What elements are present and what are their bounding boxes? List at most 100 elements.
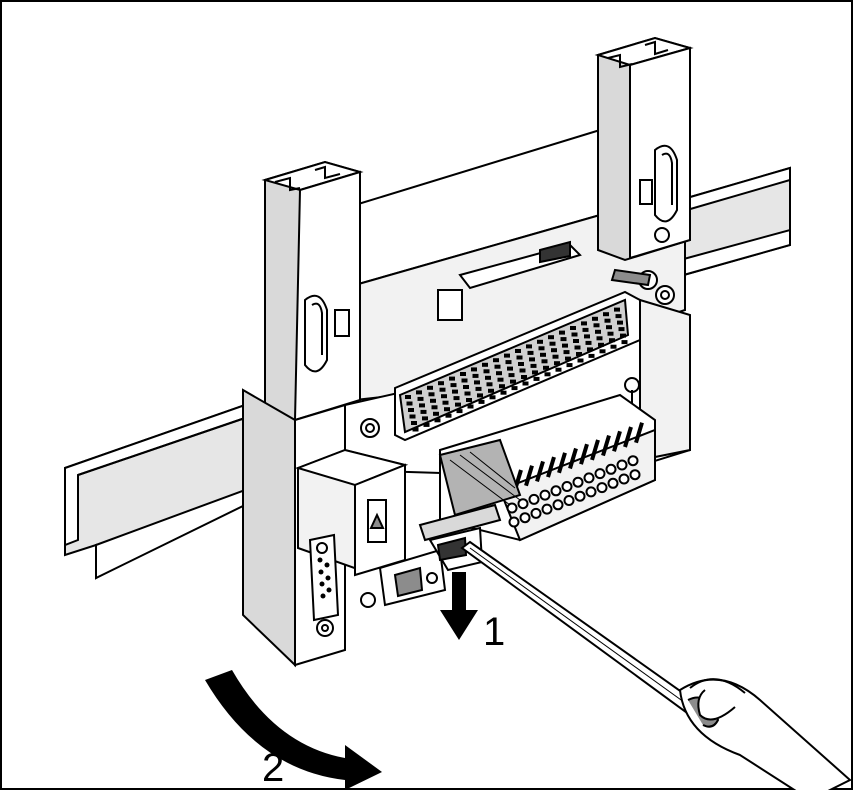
connector-pin (540, 352, 546, 357)
connector-pin (599, 349, 606, 354)
terminal-screw (627, 455, 639, 467)
connector-pin (493, 358, 499, 363)
connector-pin (445, 413, 452, 418)
connector-pin (614, 307, 620, 312)
terminal-screw (616, 459, 628, 471)
connector-pin (486, 382, 493, 387)
connector-pin (530, 363, 537, 368)
connector-pin (441, 394, 447, 399)
connector-pin (461, 378, 468, 383)
connector-pin (433, 411, 439, 416)
connector-pin (477, 393, 483, 398)
terminal-screw (561, 481, 573, 492)
connector-pin (593, 323, 600, 328)
connector-pin (406, 401, 413, 406)
connector-pin (507, 366, 513, 371)
connector-pin (471, 367, 477, 372)
connector-pin (456, 409, 463, 414)
terminal-screw (539, 489, 551, 501)
connector-pin (420, 409, 427, 414)
connector-pin (566, 363, 573, 368)
connector-pin (474, 380, 480, 385)
connector-pin (428, 392, 435, 397)
connector-pin (430, 398, 436, 403)
connector-pin (543, 365, 549, 370)
connector-pin (431, 405, 438, 410)
terminal-screw (528, 493, 540, 505)
connector-pin (466, 398, 472, 402)
connector-pin (475, 386, 482, 391)
terminal-screw (517, 498, 529, 510)
connector-pin (596, 336, 603, 341)
terminal-screw (552, 499, 564, 511)
terminal-screw (629, 469, 641, 481)
d-sub-connector (308, 533, 340, 622)
connector-pin (497, 377, 504, 382)
terminal-wire (623, 426, 633, 448)
connector-pin (618, 327, 625, 332)
bus-connector (437, 240, 582, 321)
terminal-screw (607, 477, 619, 489)
connector-pin (595, 329, 601, 334)
connector-pin (434, 418, 441, 423)
connector-pin (423, 422, 430, 427)
terminal-screw (506, 502, 518, 514)
connector-pin (581, 321, 587, 326)
terminal-screw (574, 490, 586, 502)
terminal-screw (585, 486, 597, 498)
terminal-screw (605, 463, 617, 475)
connector-pin (518, 362, 524, 366)
connector-pin (527, 350, 534, 355)
connector-pin (496, 371, 502, 376)
connector-pin (467, 404, 474, 409)
connector-pin (554, 361, 560, 366)
connector-pin (422, 416, 428, 421)
connector-pin (526, 344, 532, 349)
terminal-wire (535, 460, 545, 482)
connector-pin (464, 391, 471, 396)
terminal-wire (524, 465, 534, 487)
connector-pin (563, 350, 570, 355)
connector-pin (560, 337, 567, 342)
connector-pin (607, 331, 614, 336)
connector-pin (585, 340, 592, 345)
connector-pin (442, 400, 449, 405)
connector-pin (499, 384, 505, 389)
connector-pin (515, 349, 521, 353)
step-1-label: 1 (483, 610, 506, 654)
connector-pin (494, 364, 501, 369)
terminal-screw (572, 476, 584, 488)
interface-module (294, 448, 447, 622)
terminal-screw (563, 495, 575, 506)
terminal-screws (506, 455, 641, 528)
connector-pin (544, 372, 551, 377)
terminal-screw (530, 507, 542, 519)
terminal-screw (596, 482, 608, 494)
connector-pin (617, 320, 623, 325)
connector-pin (419, 403, 425, 408)
connector-pin (485, 375, 491, 380)
connector-pin (538, 346, 545, 351)
connector-pin (588, 353, 595, 358)
terminal-wire (579, 443, 589, 465)
connector-pin (452, 389, 458, 394)
connector-pin (532, 370, 538, 375)
connector-pin (408, 408, 414, 412)
connector-pin (592, 316, 598, 321)
connector-pin (548, 335, 554, 340)
connector-pin (587, 347, 593, 352)
connector-pin (453, 396, 460, 401)
retaining-clips (304, 144, 678, 373)
connector-pin (489, 395, 496, 400)
connector-pin (482, 362, 488, 367)
connector-pin (417, 396, 424, 401)
connector-pin (582, 327, 589, 332)
connector-pin (562, 343, 568, 348)
connector-pin (409, 414, 416, 419)
connector-pin (416, 390, 422, 395)
connector-pin (516, 355, 523, 360)
connector-pin (574, 345, 581, 350)
connector-pin (460, 372, 466, 376)
connector-pin (584, 334, 590, 339)
